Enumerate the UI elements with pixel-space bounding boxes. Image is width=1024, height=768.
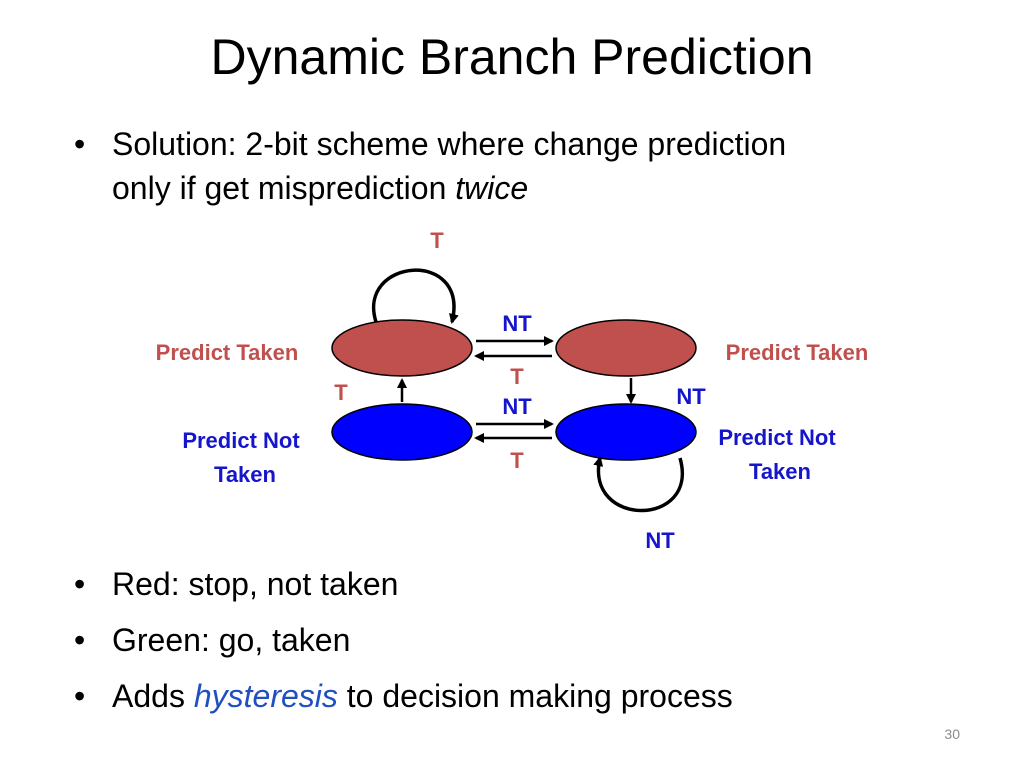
bullet-dot: • [74, 566, 86, 602]
label-top-left: T [510, 364, 524, 389]
bullet-green-text: Green: go, taken [112, 622, 351, 658]
state-weak-taken [555, 319, 697, 377]
bullet-red-text: Red: stop, not taken [112, 566, 399, 602]
state-label-left-taken: Predict Taken [156, 340, 299, 365]
label-top-right: NT [502, 311, 532, 336]
label-left-up: T [334, 380, 348, 405]
state-label-right-not-taken-line2: Taken [749, 459, 811, 484]
bullet-hysteresis-text: Adds hysteresis to decision making proce… [112, 674, 733, 718]
hysteresis-emphasis: hysteresis [193, 678, 338, 714]
state-weak-not-taken [331, 403, 473, 461]
label-bottom-right: NT [502, 394, 532, 419]
label-bottom-self-loop: NT [645, 528, 675, 553]
solution-text: Solution: 2-bit scheme where change pred… [112, 126, 787, 206]
bullet-solution-text: Solution: 2-bit scheme where change pred… [112, 122, 812, 210]
adds-suffix: to decision making process [346, 678, 733, 714]
state-label-right-taken: Predict Taken [726, 340, 869, 365]
self-loop-bottom-arrow [593, 456, 684, 513]
slide-title: Dynamic Branch Prediction [210, 29, 814, 85]
state-label-right-not-taken-line1: Predict Not [718, 425, 836, 450]
adds-prefix: Adds [112, 678, 185, 714]
label-bottom-left: T [510, 448, 524, 473]
self-loop-top-arrow [372, 268, 459, 324]
state-label-left-not-taken-line2: Taken [214, 462, 276, 487]
label-top-self-loop: T [430, 228, 444, 253]
label-right-down: NT [676, 384, 706, 409]
state-strong-taken [331, 319, 473, 377]
page-number: 30 [944, 726, 960, 742]
state-strong-not-taken [555, 403, 697, 461]
bullet-dot: • [74, 622, 86, 658]
bullet-dot: • [74, 126, 86, 162]
solution-emphasis: twice [455, 170, 529, 206]
bullet-dot: • [74, 678, 86, 714]
state-label-left-not-taken-line1: Predict Not [182, 428, 300, 453]
